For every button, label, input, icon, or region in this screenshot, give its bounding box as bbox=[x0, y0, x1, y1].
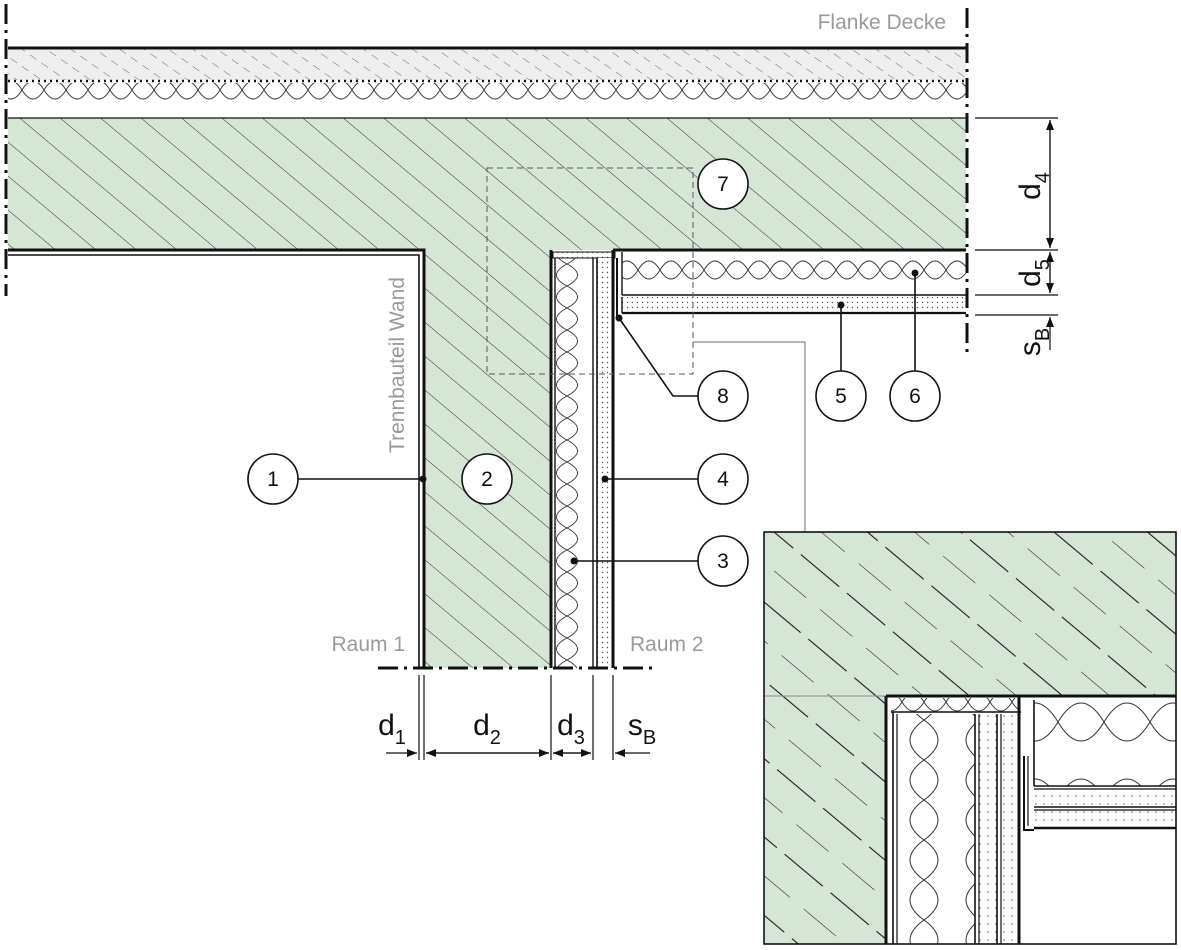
callout-3: 3 bbox=[697, 535, 749, 587]
callout-8: 8 bbox=[697, 370, 749, 422]
dim-d1: d1 bbox=[378, 709, 406, 749]
svg-text:1: 1 bbox=[267, 468, 279, 491]
callout-6: 6 bbox=[889, 370, 941, 422]
svg-text:2: 2 bbox=[481, 468, 493, 491]
dim-d4: d4 bbox=[1014, 172, 1054, 200]
label-room2: Raum 2 bbox=[630, 633, 704, 656]
dim-sb-right: sB bbox=[1014, 328, 1054, 356]
right-dimension-chain bbox=[975, 117, 1058, 350]
svg-text:4: 4 bbox=[717, 468, 729, 491]
svg-text:6: 6 bbox=[909, 385, 921, 408]
callout-1: 1 bbox=[247, 453, 299, 505]
section-cut-lines bbox=[4, 4, 969, 670]
dim-sb-bottom: sB bbox=[628, 709, 656, 749]
svg-text:8: 8 bbox=[717, 385, 729, 408]
detail-connector-line bbox=[693, 341, 806, 532]
svg-text:7: 7 bbox=[717, 173, 729, 196]
wall-lining-insulation bbox=[549, 250, 616, 668]
label-wall: Trennbauteil Wand bbox=[386, 277, 409, 453]
concrete-slab-and-wall bbox=[8, 118, 966, 668]
dim-d5: d5 bbox=[1014, 259, 1054, 287]
detail-inset bbox=[763, 531, 1177, 945]
callout-4: 4 bbox=[697, 453, 749, 505]
plaster-room1 bbox=[8, 248, 426, 668]
leader-lines bbox=[298, 269, 919, 565]
wall-lining-board bbox=[596, 250, 615, 668]
bottom-dimension-chain bbox=[386, 675, 650, 760]
callout-5: 5 bbox=[815, 370, 867, 422]
ceiling-lining-board bbox=[616, 258, 966, 318]
svg-text:3: 3 bbox=[717, 550, 729, 573]
detail-frame bbox=[486, 167, 694, 375]
callout-2: 2 bbox=[461, 453, 513, 505]
dim-d3: d3 bbox=[557, 709, 585, 749]
floor-screed-layer bbox=[8, 46, 966, 80]
callout-7: 7 bbox=[697, 158, 749, 210]
dim-d2: d2 bbox=[473, 709, 501, 749]
label-room1: Raum 1 bbox=[331, 633, 405, 656]
svg-text:5: 5 bbox=[835, 385, 847, 408]
label-flank: Flanke Decke bbox=[818, 11, 946, 34]
ceiling-lining-insulation bbox=[613, 248, 966, 295]
impact-insulation-layer bbox=[8, 79, 966, 116]
